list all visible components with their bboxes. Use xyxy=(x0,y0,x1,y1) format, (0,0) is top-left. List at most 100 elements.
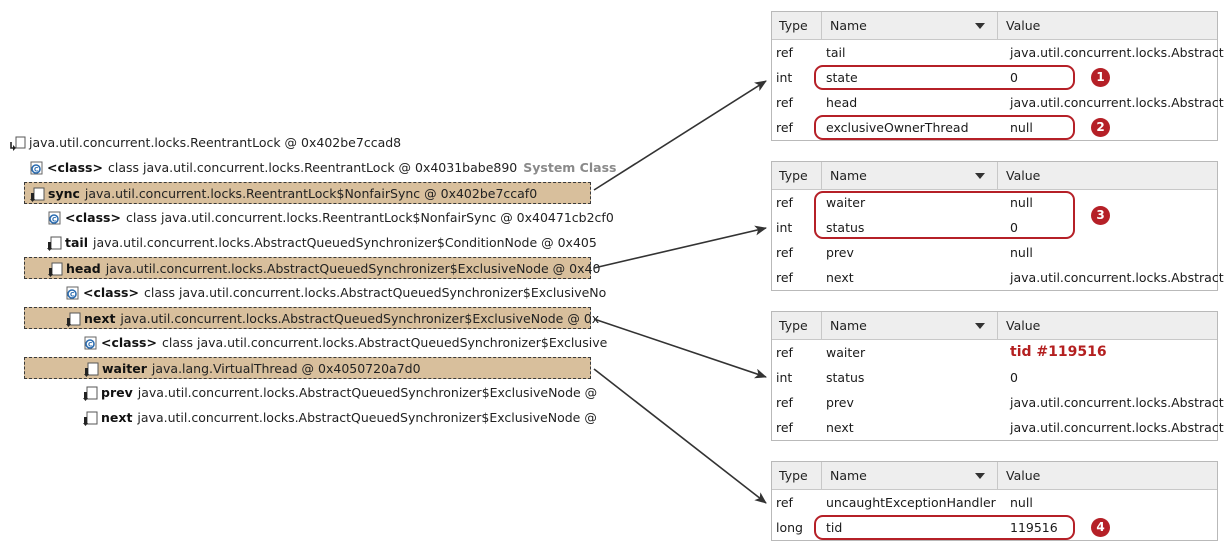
cell-type: int xyxy=(776,220,793,235)
tree-field-name: next xyxy=(84,311,116,326)
column-header-value-label: Value xyxy=(1006,318,1041,333)
column-header-type[interactable]: Type xyxy=(772,462,822,489)
cell-value: 0 xyxy=(1010,220,1018,235)
tree-row[interactable]: C<class>class java.util.concurrent.locks… xyxy=(46,207,614,229)
table-row[interactable]: int status 0 xyxy=(772,215,1217,240)
cell-value: java.util.concurrent.locks.Abstract xyxy=(1010,270,1224,285)
tree-field-name: sync xyxy=(48,186,80,201)
cell-name: head xyxy=(826,95,858,110)
cell-type: ref xyxy=(776,270,793,285)
cell-value: java.util.concurrent.locks.Abstract xyxy=(1010,45,1224,60)
cell-name: next xyxy=(826,420,854,435)
tree-row[interactable]: java.util.concurrent.locks.ReentrantLock… xyxy=(10,132,591,154)
field-ref-icon xyxy=(46,236,63,252)
table-row[interactable]: ref head java.util.concurrent.locks.Abstra… xyxy=(772,90,1224,115)
tree-row[interactable]: C<class>class java.util.concurrent.locks… xyxy=(64,282,606,304)
tree-field-name: <class> xyxy=(101,335,157,350)
column-header-value[interactable]: Value xyxy=(998,462,1219,489)
class-icon: C xyxy=(28,161,45,177)
sort-down-icon[interactable] xyxy=(975,473,985,479)
tree-field-value: java.util.concurrent.locks.AbstractQueue… xyxy=(120,311,600,326)
annotation-box-state xyxy=(814,65,1075,90)
cell-value: 119516 xyxy=(1010,520,1058,535)
cell-type: ref xyxy=(776,420,793,435)
field-ref-icon xyxy=(47,262,64,278)
tree-field-value: java.util.concurrent.locks.AbstractQueue… xyxy=(92,235,597,250)
sort-down-icon[interactable] xyxy=(975,323,985,329)
column-header-value-label: Value xyxy=(1006,168,1041,183)
object-tree: java.util.concurrent.locks.ReentrantLock… xyxy=(0,0,616,558)
field-ref-icon xyxy=(65,312,82,328)
column-header-value[interactable]: Value xyxy=(998,12,1219,39)
arrow-head-to-table-2 xyxy=(593,225,767,269)
column-header-value[interactable]: Value xyxy=(998,312,1219,339)
tree-row[interactable]: C<class>class java.util.concurrent.locks… xyxy=(28,157,616,179)
svg-text:C: C xyxy=(52,216,57,223)
annotation-box-waiter-status xyxy=(814,191,1075,239)
cell-type: ref xyxy=(776,95,793,110)
cell-name: prev xyxy=(826,245,854,260)
sort-down-icon[interactable] xyxy=(975,23,985,29)
cell-type: int xyxy=(776,70,793,85)
cell-name: state xyxy=(826,70,858,85)
tree-field-value: java.util.concurrent.locks.AbstractQueue… xyxy=(105,261,601,276)
column-header-name[interactable]: Name xyxy=(822,312,998,339)
cell-name: uncaughtExceptionHandler xyxy=(826,495,996,510)
system-class-tag: System Class xyxy=(523,160,617,175)
cell-name: status xyxy=(826,220,865,235)
column-header-name[interactable]: Name xyxy=(822,462,998,489)
column-header-name[interactable]: Name xyxy=(822,162,998,189)
svg-text:C: C xyxy=(70,291,75,298)
field-ref-icon xyxy=(29,187,46,203)
cell-name: tid xyxy=(826,520,843,535)
column-header-type[interactable]: Type xyxy=(772,12,822,39)
badge-1: 1 xyxy=(1091,68,1110,87)
tree-row[interactable]: C<class>class java.util.concurrent.locks… xyxy=(82,332,607,354)
tree-field-value: java.lang.VirtualThread @ 0x4050720a7d0 xyxy=(151,361,421,376)
column-header-type[interactable]: Type xyxy=(772,162,822,189)
cell-type: ref xyxy=(776,120,793,135)
table-row[interactable]: ref next java.util.concurrent.locks.Abstra… xyxy=(772,415,1224,440)
tree-row[interactable]: next java.util.concurrent.locks.AbstractQ… xyxy=(24,307,599,329)
tree-field-value: class java.util.concurrent.locks.Reentra… xyxy=(107,160,518,175)
column-header-type[interactable]: Type xyxy=(772,312,822,339)
tree-field-name: head xyxy=(66,261,101,276)
column-header-name-label: Name xyxy=(830,468,867,483)
cell-type: ref xyxy=(776,245,793,260)
arrow-sync-to-table-1 xyxy=(593,80,767,191)
cell-name: waiter xyxy=(826,345,866,360)
column-header-value-label: Value xyxy=(1006,18,1041,33)
column-header-name[interactable]: Name xyxy=(822,12,998,39)
cell-value: java.util.concurrent.locks.Abstract xyxy=(1010,95,1224,110)
sort-down-icon[interactable] xyxy=(975,173,985,179)
tree-field-value: class java.util.concurrent.locks.Abstrac… xyxy=(161,335,608,350)
column-header-value[interactable]: Value xyxy=(998,162,1219,189)
tree-field-value: java.util.concurrent.locks.ReentrantLock… xyxy=(29,135,402,150)
badge-3: 3 xyxy=(1091,206,1110,225)
column-header-type-label: Type xyxy=(779,168,808,183)
tree-row[interactable]: head java.util.concurrent.locks.AbstractQ… xyxy=(24,257,600,279)
annotation-box-owner-thread xyxy=(814,115,1075,140)
cell-value: null xyxy=(1010,120,1033,135)
class-icon: C xyxy=(46,211,63,227)
cell-name: prev xyxy=(826,395,854,410)
cell-value: java.util.concurrent.locks.Abstract xyxy=(1010,420,1224,435)
